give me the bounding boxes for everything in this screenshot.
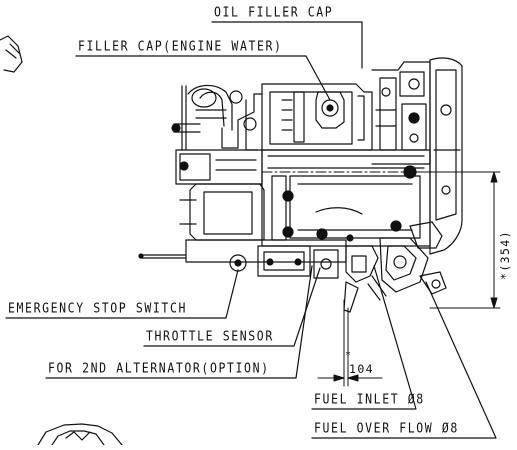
label-oil-filler-cap: OIL FILLER CAP	[214, 4, 334, 20]
dimension-354: *(354)	[498, 230, 512, 280]
engine-body	[138, 57, 463, 313]
label-fuel-inlet: FUEL INLET Ø8	[314, 391, 425, 407]
label-filler-cap-engine-water: FILLER CAP(ENGINE WATER)	[78, 38, 283, 54]
partial-symbol-bottom-left	[37, 423, 123, 446]
dimension-lines	[261, 171, 501, 387]
partial-symbol-top-left	[0, 35, 23, 73]
label-throttle-sensor: THROTTLE SENSOR	[146, 328, 274, 344]
label-emergency-stop-switch: EMERGENCY STOP SWITCH	[8, 300, 187, 316]
leader-lines	[5, 21, 497, 439]
dimension-104: 104	[349, 362, 374, 376]
dimension-104-marker: *	[345, 350, 353, 361]
label-2nd-alternator: FOR 2ND ALTERNATOR(OPTION)	[48, 360, 270, 376]
label-fuel-over-flow: FUEL OVER FLOW Ø8	[314, 420, 459, 436]
